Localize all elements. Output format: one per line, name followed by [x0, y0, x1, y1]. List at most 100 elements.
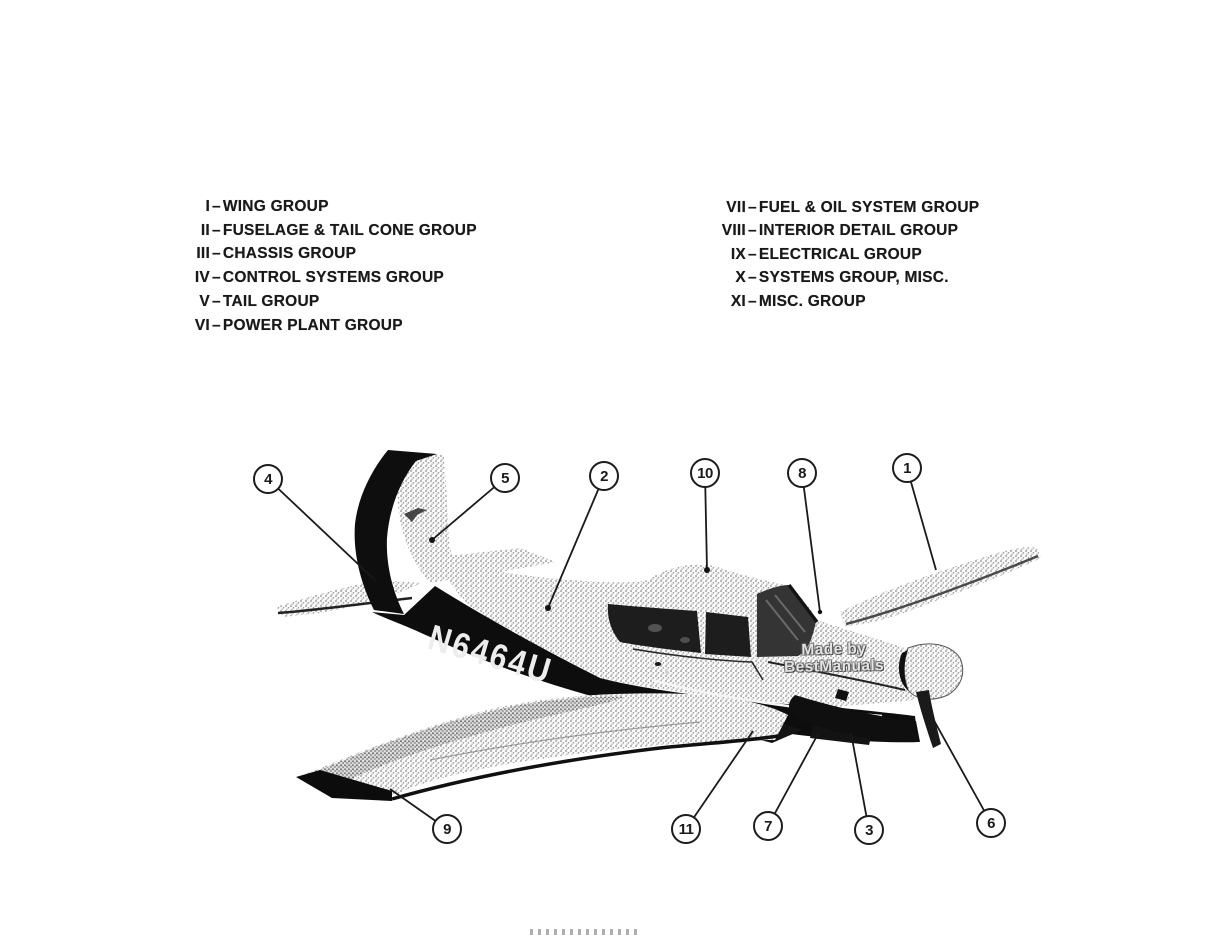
left-wing-leading-edge — [391, 734, 779, 801]
callout-11: 11 — [671, 814, 701, 844]
front-side-window — [705, 612, 751, 657]
group-numeral: VIII — [721, 222, 746, 240]
door-seam — [632, 648, 764, 681]
door-handle — [654, 662, 662, 666]
leader-dot — [704, 567, 710, 573]
vertical-fin — [388, 451, 478, 583]
right-wing-underside-edge — [845, 554, 1039, 626]
legend-row: VI–POWER PLANT GROUP — [184, 314, 477, 338]
watermark-line-2: BestManuals — [783, 656, 885, 676]
legend-separator: – — [748, 269, 757, 287]
callout-3: 3 — [854, 815, 884, 845]
legend-separator: – — [748, 199, 757, 216]
airframe: N6464U — [276, 450, 1041, 801]
windshield-reflection — [765, 594, 806, 641]
legend-left-column: I–WING GROUP II–FUSELAGE & TAIL CONE GRO… — [184, 195, 477, 337]
group-label: INTERIOR DETAIL GROUP — [758, 222, 959, 240]
group-label: POWER PLANT GROUP — [222, 316, 403, 334]
legend-separator: – — [212, 292, 221, 310]
legend-row: VIII–INTERIOR DETAIL GROUP — [702, 219, 979, 242]
leader-line-5 — [431, 477, 506, 541]
left-wingtip-cap — [296, 770, 392, 801]
spinner-shadow — [898, 650, 909, 691]
callout-2: 2 — [589, 461, 619, 491]
legend-separator: – — [748, 245, 757, 263]
right-wing — [840, 547, 1041, 626]
belly-panel-dot — [665, 670, 669, 674]
legend-row: XI–MISC. GROUP — [702, 290, 979, 313]
group-numeral: X — [735, 269, 746, 287]
leader-line-6 — [925, 705, 992, 824]
legend-separator: – — [212, 198, 221, 215]
leader-dot — [545, 605, 551, 611]
group-numeral: IX — [730, 245, 746, 263]
cowl-seam-line — [767, 661, 906, 691]
legend-right-column: VII–FUEL & OIL SYSTEM GROUP VIII–INTERIO… — [702, 196, 979, 313]
group-label: TAIL GROUP — [222, 292, 320, 310]
leader-dot — [429, 537, 435, 543]
legend-row: I–WING GROUP — [184, 195, 477, 219]
legend-row: IX–ELECTRICAL GROUP — [702, 243, 979, 266]
leader-line-4 — [267, 478, 376, 581]
callout-8: 8 — [787, 458, 817, 488]
callout-4: 4 — [253, 464, 283, 494]
legend-separator: – — [212, 221, 221, 239]
legend-separator: – — [212, 269, 221, 287]
leader-dot — [372, 577, 378, 583]
leader-dot — [817, 609, 823, 615]
legend-row: VII–FUEL & OIL SYSTEM GROUP — [702, 196, 979, 219]
group-numeral: V — [199, 292, 210, 310]
group-label: WING GROUP — [222, 198, 329, 215]
legend-row: III–CHASSIS GROUP — [184, 242, 477, 266]
leader-line-8 — [801, 472, 821, 613]
leader-line-11 — [685, 730, 754, 830]
group-numeral: III — [196, 245, 210, 263]
watermark: Made by BestManuals — [772, 640, 897, 676]
group-numeral: I — [205, 198, 210, 215]
exhaust-stub — [835, 689, 849, 701]
group-label: CONTROL SYSTEMS GROUP — [222, 269, 444, 287]
callout-10: 10 — [690, 458, 720, 488]
windshield-center-post — [787, 583, 819, 624]
legend-separator: – — [212, 245, 221, 263]
leader-line-10 — [704, 472, 708, 571]
window-reflection — [680, 637, 690, 643]
fin-leading-edge-black — [354, 450, 437, 614]
group-numeral: VII — [726, 199, 746, 216]
belly-panel-dot — [649, 665, 653, 669]
group-label: SYSTEMS GROUP, MISC. — [758, 269, 949, 287]
legend-separator: – — [748, 222, 757, 240]
leader-line-2 — [547, 475, 605, 609]
legend-row: X–SYSTEMS GROUP, MISC. — [702, 266, 979, 289]
group-numeral: VI — [194, 316, 210, 334]
propeller-spinner — [903, 643, 964, 700]
group-label: ELECTRICAL GROUP — [758, 245, 922, 263]
cabin-windows — [607, 583, 819, 657]
legend-row: V–TAIL GROUP — [184, 290, 477, 314]
leader-dots — [372, 537, 823, 615]
legend-row: IV–CONTROL SYSTEMS GROUP — [184, 266, 477, 290]
leader-line-3 — [850, 732, 870, 831]
leader-line-7 — [767, 733, 819, 827]
callout-7: 7 — [753, 811, 783, 841]
tail-logo-mark — [404, 508, 427, 522]
legend-row: II–FUSELAGE & TAIL CONE GROUP — [184, 219, 477, 243]
legend-separator: – — [212, 316, 221, 334]
window-reflection — [648, 624, 662, 632]
engine-cowling-black — [789, 695, 920, 743]
left-wing-panel-line — [429, 721, 701, 761]
group-label: CHASSIS GROUP — [222, 245, 357, 263]
group-numeral: IV — [194, 269, 210, 287]
left-wing — [298, 693, 788, 799]
flap-edge-black — [810, 725, 872, 745]
group-label: MISC. GROUP — [758, 292, 866, 310]
legend-separator: – — [748, 292, 757, 310]
group-numeral: II — [200, 221, 210, 239]
callout-5: 5 — [490, 463, 520, 493]
group-label: FUEL & OIL SYSTEM GROUP — [758, 199, 980, 216]
callout-9: 9 — [432, 814, 462, 844]
callout-1: 1 — [892, 453, 922, 483]
leader-line-1 — [906, 467, 937, 571]
